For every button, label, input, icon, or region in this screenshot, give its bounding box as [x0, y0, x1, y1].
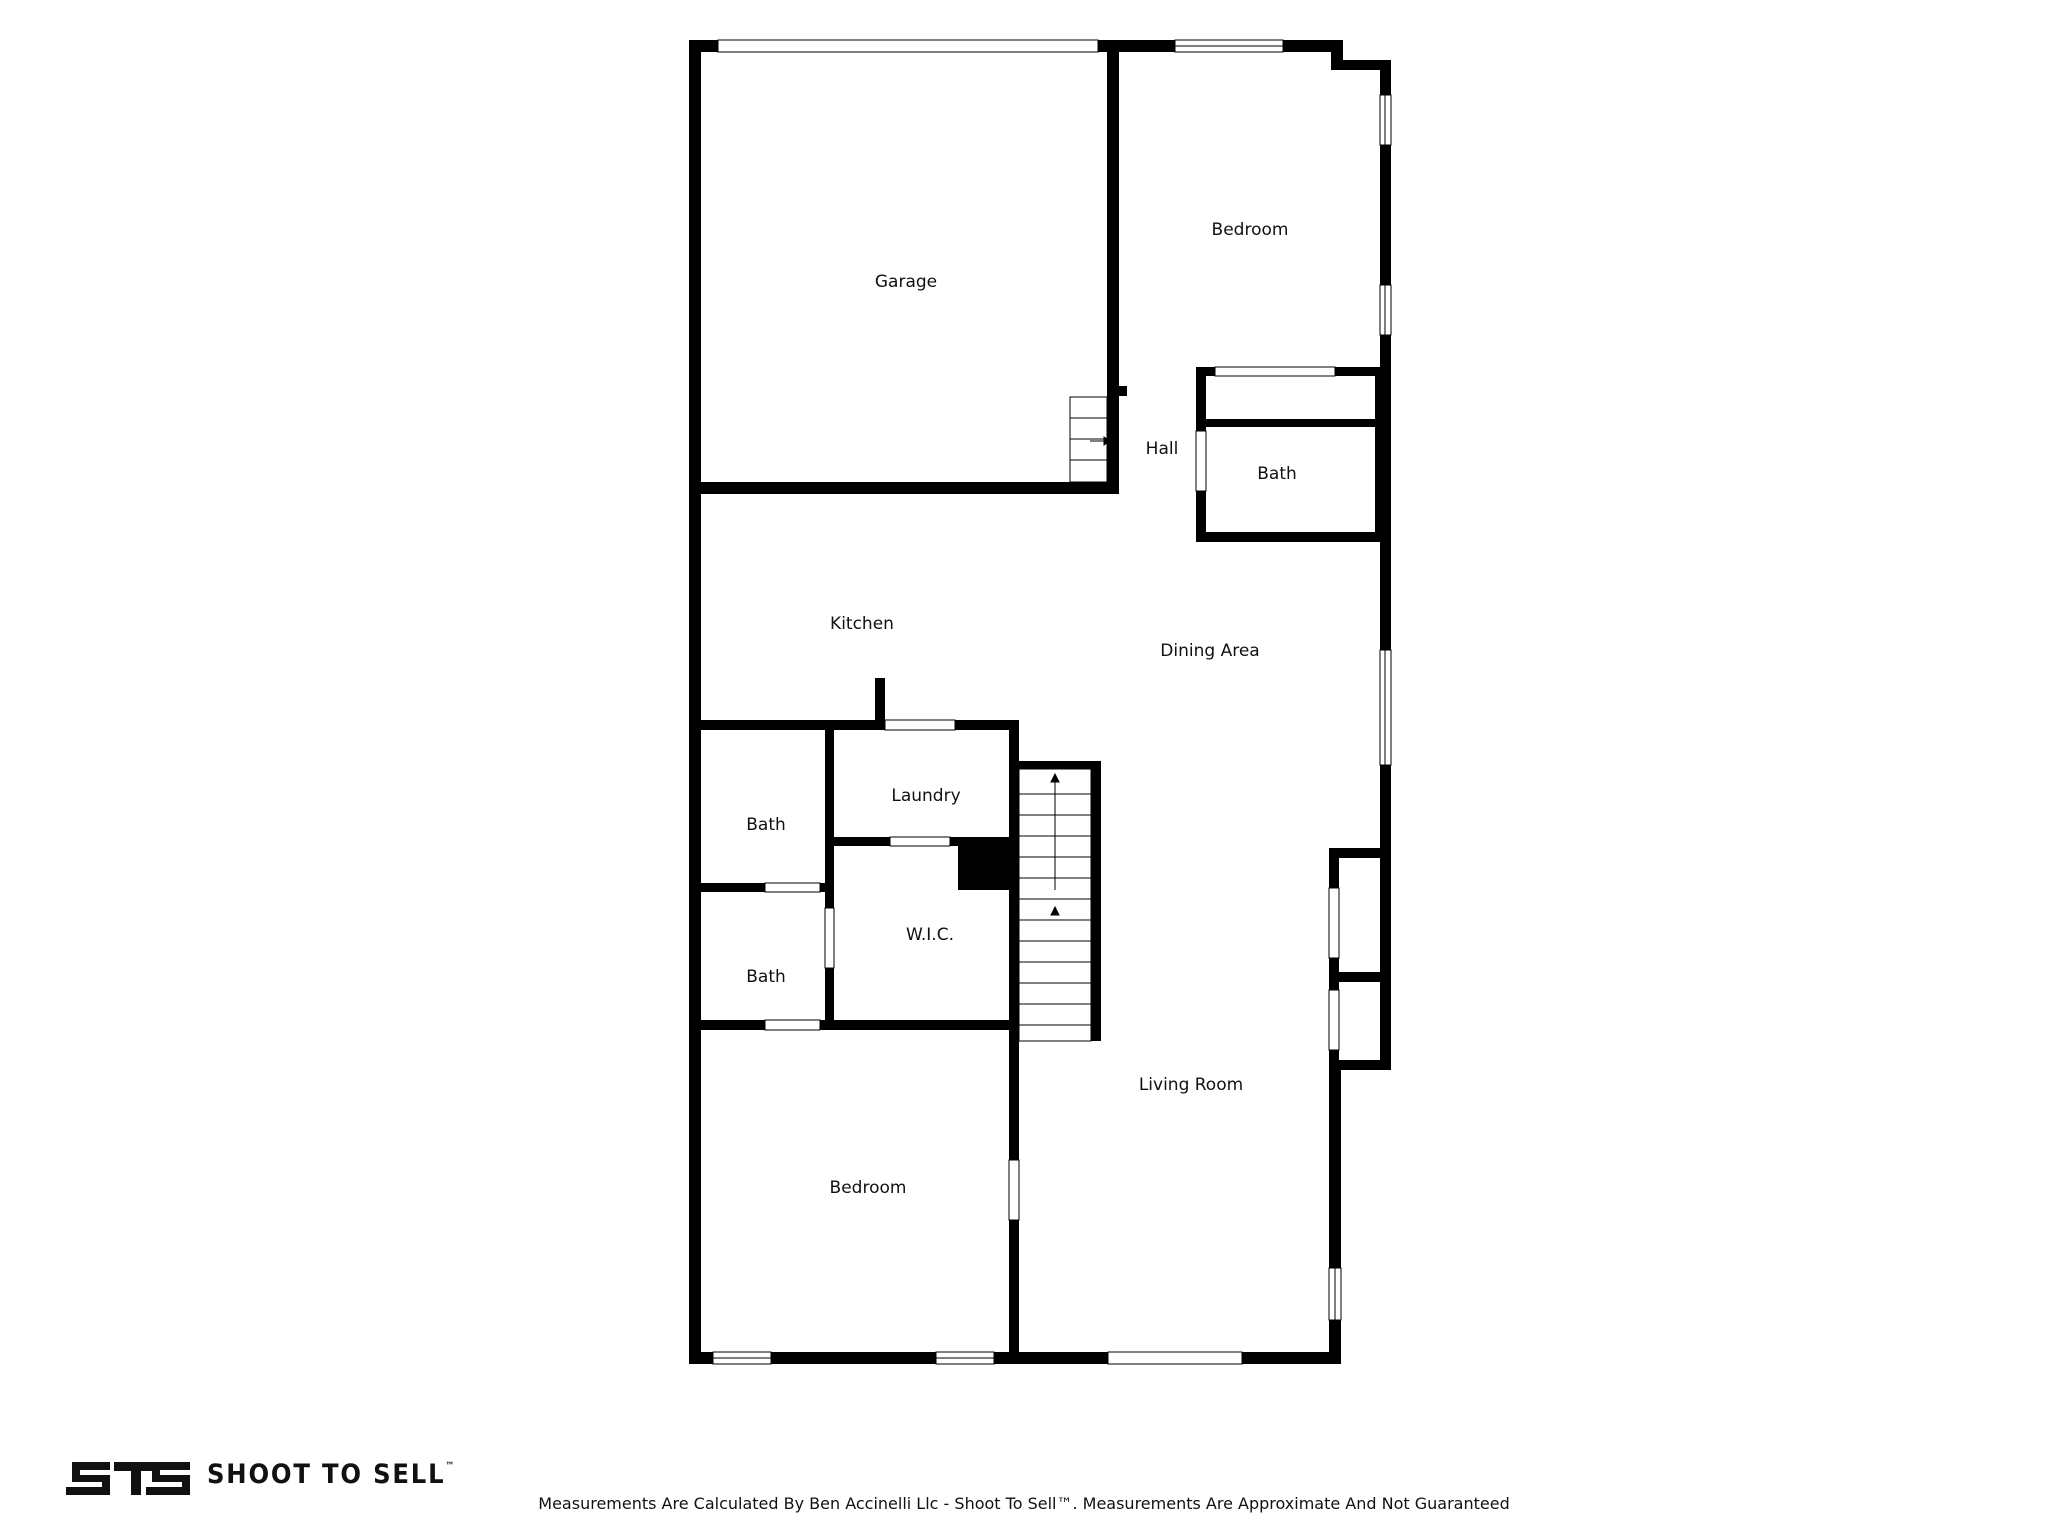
hall-label: Hall — [1146, 439, 1179, 459]
garage-label: Garage — [875, 272, 937, 292]
bedroom-top-label: Bedroom — [1212, 220, 1289, 240]
sts-logo-icon — [66, 1462, 190, 1495]
living-room-label: Living Room — [1139, 1075, 1243, 1095]
dining-area-label: Dining Area — [1160, 641, 1259, 661]
windows — [712, 39, 1392, 1365]
trademark: ™ — [445, 1461, 455, 1472]
brand-name: SHOOT TO SELL™ — [207, 1459, 454, 1490]
kitchen-label: Kitchen — [830, 614, 894, 634]
laundry-label: Laundry — [891, 786, 960, 806]
wic-label: W.I.C. — [906, 925, 954, 945]
brand-name-text: SHOOT TO SELL — [207, 1459, 446, 1490]
bedroom-bottom-label: Bedroom — [830, 1178, 907, 1198]
garage-steps — [1069, 396, 1111, 483]
measurement-disclaimer: Measurements Are Calculated By Ben Accin… — [538, 1494, 1510, 1513]
bath-upper-label: Bath — [1257, 464, 1297, 484]
bath-left-bottom-label: Bath — [746, 967, 786, 987]
bath-left-top-label: Bath — [746, 815, 786, 835]
room-labels: Garage Bedroom Hall Bath Kitchen Dining … — [746, 220, 1297, 1198]
interior-walls — [689, 367, 1391, 1360]
staircase — [1018, 768, 1092, 1042]
